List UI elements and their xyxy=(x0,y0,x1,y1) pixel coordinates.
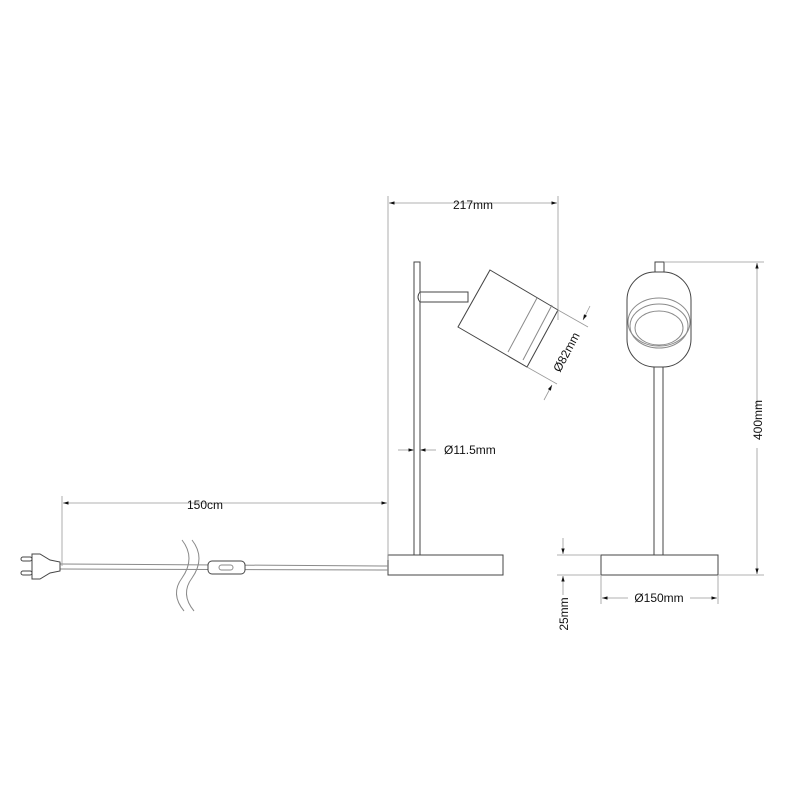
front-lamp-head xyxy=(626,271,692,368)
plug-prong xyxy=(20,570,33,576)
label-head-diameter: Ø82mm xyxy=(550,330,582,374)
label-cable-length: 150cm xyxy=(187,498,223,512)
dimension-lines xyxy=(61,196,764,604)
label-base-diameter: Ø150mm xyxy=(634,591,683,605)
front-view-lamp xyxy=(600,261,719,576)
inline-switch xyxy=(207,560,246,575)
arm-joint xyxy=(417,291,421,303)
label-height-total: 400mm xyxy=(751,400,765,440)
plug-prong xyxy=(20,556,33,562)
side-base xyxy=(387,554,504,576)
label-width-total: 217mm xyxy=(453,198,493,212)
cable-break-mark xyxy=(176,539,190,612)
side-stem xyxy=(413,261,421,556)
power-cable xyxy=(20,539,389,612)
side-arm xyxy=(419,291,469,303)
label-stem-diameter: Ø11.5mm xyxy=(444,443,496,457)
side-view-lamp xyxy=(387,261,559,576)
front-stem xyxy=(653,364,664,556)
plug xyxy=(31,553,61,580)
side-lamp-head xyxy=(457,269,559,368)
label-base-height: 25mm xyxy=(557,597,571,630)
switch-rocker xyxy=(218,564,234,571)
front-base xyxy=(600,554,719,576)
